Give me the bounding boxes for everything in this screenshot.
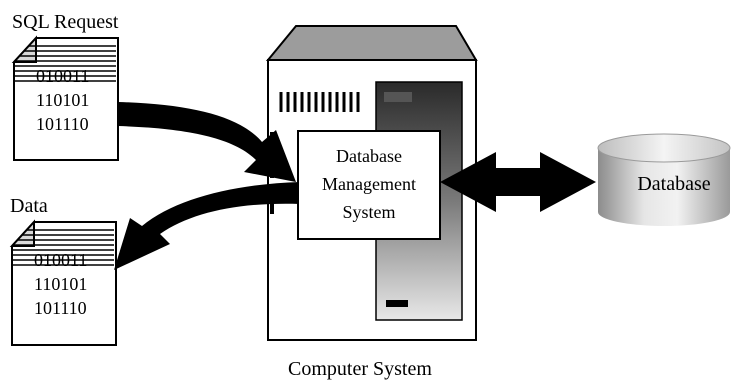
data-label: Data	[10, 195, 48, 217]
request-doc-line-3: 101110	[36, 114, 89, 134]
computer-system-label: Computer System	[288, 358, 432, 380]
dbms-line-1: Database	[336, 146, 402, 166]
request-doc-line-1: 010011	[36, 66, 89, 86]
database-cylinder-icon: Database	[597, 133, 731, 226]
request-doc-line-2: 110101	[36, 90, 89, 110]
bidirectional-arrow	[440, 152, 596, 212]
sql-request-document-icon: 010011 110101 101110	[11, 35, 119, 161]
response-arrow	[114, 182, 300, 270]
data-document-icon: 010011 110101 101110	[9, 219, 117, 346]
dbms-box: Database Management System	[297, 130, 441, 240]
dbms-line-2: Management	[322, 174, 416, 194]
data-doc-line-2: 110101	[34, 274, 87, 294]
database-label: Database	[637, 173, 710, 195]
sql-request-label: SQL Request	[12, 11, 119, 33]
data-doc-line-3: 101110	[34, 298, 87, 318]
data-doc-line-1: 010011	[34, 250, 87, 270]
request-arrow	[118, 102, 296, 182]
dbms-line-3: System	[342, 202, 395, 222]
